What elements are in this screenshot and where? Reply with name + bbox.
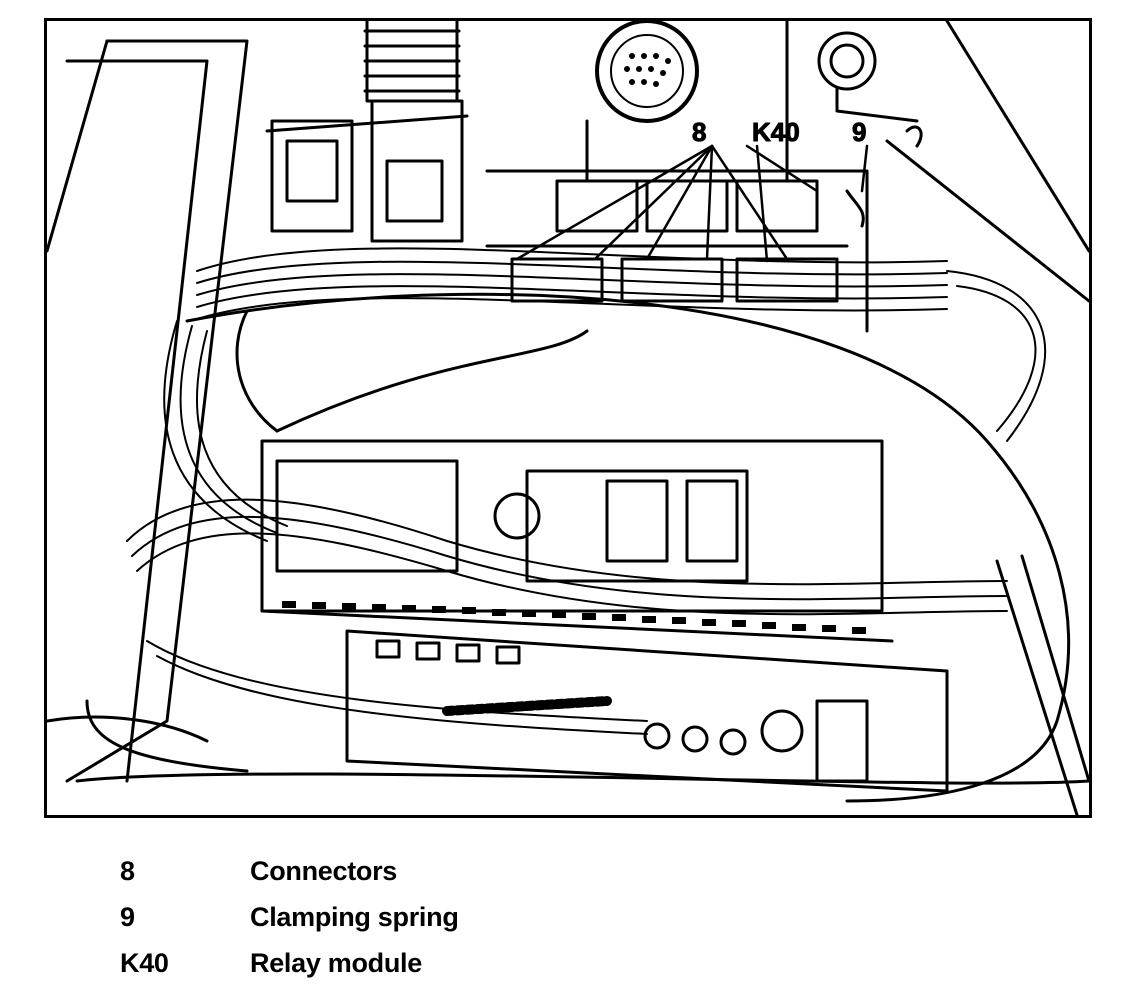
lower-relay-strip [345, 629, 949, 793]
legend: 8 Connectors 9 Clamping spring K40 Relay… [120, 848, 820, 986]
legend-row: 8 Connectors [120, 848, 820, 894]
housing-outline [47, 21, 1089, 785]
legend-label: Relay module [250, 947, 422, 978]
callout-relay-module-label: K40 [752, 117, 800, 147]
wiring-harness [126, 247, 1047, 735]
loop-cable [85, 292, 1071, 803]
round-fitting [817, 31, 923, 148]
left-plug-connectors [265, 99, 469, 243]
callout-clamping-spring-label: 9 [852, 117, 866, 147]
engine-compartment-illustration: 8 K40 9 [44, 18, 1092, 818]
legend-row: K40 Relay module [120, 940, 820, 986]
legend-key: 8 [120, 855, 135, 886]
corrugated-hose [363, 21, 461, 103]
callout-connectors-label: 8 [692, 117, 706, 147]
legend-row: 9 Clamping spring [120, 894, 820, 940]
legend-label: Connectors [250, 855, 398, 886]
relay-module-body [260, 439, 894, 643]
connector-block-upper [485, 169, 869, 333]
legend-key: K40 [120, 947, 169, 978]
legend-key: 9 [120, 901, 135, 932]
braided-strap [995, 554, 1089, 815]
callout-leaders [515, 144, 869, 263]
legend-label: Clamping spring [250, 901, 459, 932]
clamping-spring-detail [845, 189, 865, 228]
